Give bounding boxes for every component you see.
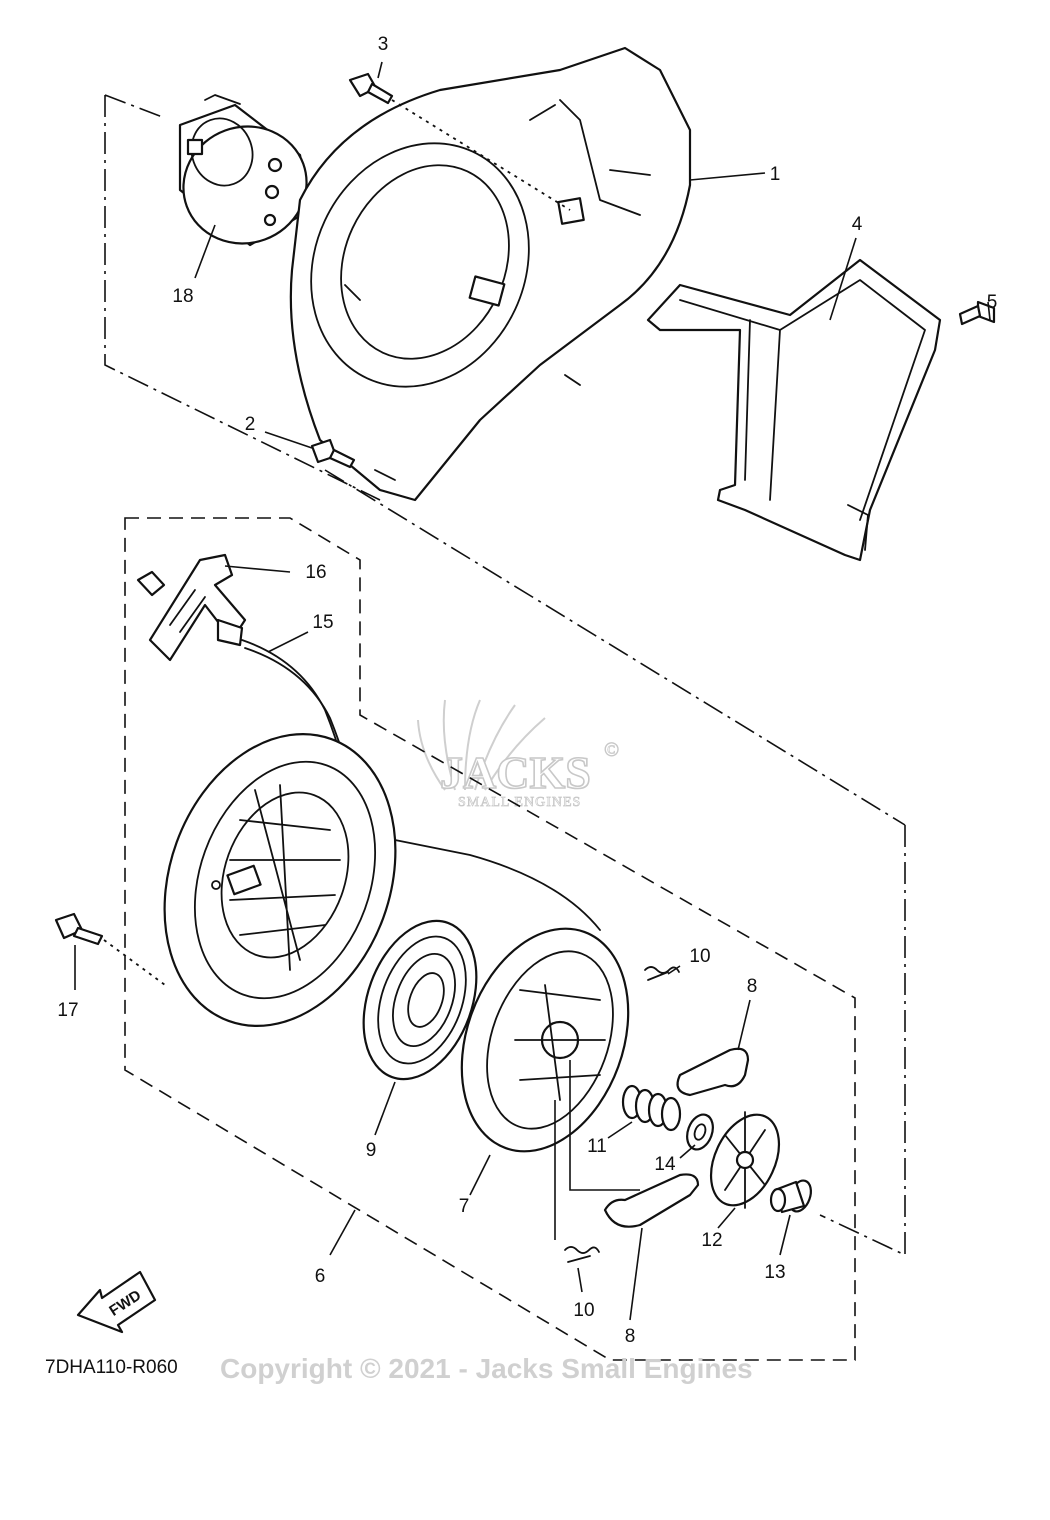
part-9-spring: [362, 919, 478, 1081]
callout-3: 3: [378, 34, 389, 55]
part-10-spring-lower: [554, 1100, 600, 1263]
part-10-spring-upper: [644, 966, 680, 981]
callout-2: 2: [245, 414, 256, 435]
callout-6: 6: [315, 1266, 326, 1287]
part-12-friction-plate: [709, 1111, 781, 1209]
callout-10-lower: 10: [573, 1300, 594, 1321]
drawing-code: 7DHA110-R060: [45, 1357, 178, 1378]
callout-14: 14: [654, 1154, 676, 1175]
part-2-bolt: [310, 438, 356, 469]
callout-4: 4: [852, 214, 863, 235]
watermark: JACKS SMALL ENGINES ©: [417, 699, 620, 810]
starter-assembly-box: [124, 517, 856, 1361]
starter-case: [163, 733, 397, 1027]
part-14-washer: [686, 1113, 714, 1151]
copyright-notice: Copyright © 2021 - Jacks Small Engines: [220, 1353, 753, 1384]
part-11-coil-spring: [621, 1084, 682, 1132]
callout-10-upper: 10: [689, 946, 710, 967]
callouts: 1 2 3 4 5 6 7 8 8 9 10 10 11 12 13 14 15…: [57, 34, 997, 1347]
part-17-bolt: [54, 912, 166, 986]
upper-assembly-boundary: [104, 94, 906, 1257]
part-13-screw: [769, 1179, 812, 1214]
callout-13: 13: [764, 1262, 785, 1283]
part-1-fan-housing: [289, 46, 692, 502]
callout-1: 1: [770, 164, 781, 185]
callout-5: 5: [987, 292, 998, 313]
watermark-tagline: SMALL ENGINES: [458, 795, 581, 810]
watermark-brand: JACKS: [440, 747, 591, 798]
part-18-cup: [178, 94, 312, 247]
callout-7: 7: [459, 1196, 470, 1217]
part-8-pawl-upper: [676, 1047, 750, 1097]
callout-18: 18: [172, 286, 193, 307]
leader-lines: [74, 61, 991, 1321]
watermark-leaf-icon: [417, 699, 546, 791]
callout-9: 9: [366, 1140, 377, 1161]
watermark-mark: ©: [604, 739, 620, 761]
callout-16: 16: [305, 562, 326, 583]
part-8-pawl-lower: [569, 1060, 700, 1228]
callout-15: 15: [312, 612, 333, 633]
callout-8-upper: 8: [747, 976, 758, 997]
fwd-arrow: FWD: [76, 1270, 157, 1334]
part-3-bolt: [348, 72, 571, 211]
callout-8-lower: 8: [625, 1326, 636, 1347]
callout-17: 17: [57, 1000, 78, 1021]
part-7-reel: [460, 927, 630, 1153]
part-16-handle: [136, 553, 247, 662]
callout-11: 11: [587, 1136, 607, 1157]
part-4-shroud: [646, 258, 942, 562]
callout-12: 12: [701, 1230, 722, 1251]
